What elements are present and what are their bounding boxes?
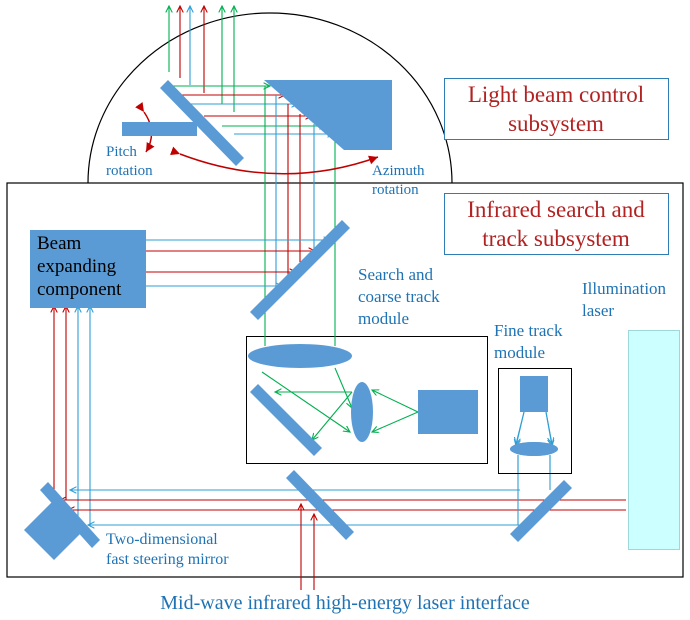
- beam-expanding-label: Beam expanding component: [37, 233, 122, 300]
- infrared-search-track-label: Infrared search and track subsystem: [467, 197, 645, 251]
- relay-mirror: [250, 220, 350, 320]
- fast-steering-mirror-plate: [40, 482, 100, 548]
- azimuth-prism: [264, 80, 392, 150]
- turret-dome: [87, 12, 453, 184]
- beam-splitter-right: [510, 480, 572, 542]
- beam-splitter-middle: [286, 470, 354, 540]
- pitch-rotation-label: Pitch rotation: [106, 144, 153, 179]
- main-housing: [6, 182, 684, 578]
- turret-scan-mirror: [160, 80, 244, 166]
- azimuth-rotation-label: Azimuth rotation: [372, 163, 425, 198]
- illumination-laser-label: Illumination laser: [582, 279, 667, 321]
- light-beam-control-box: [444, 78, 669, 140]
- infrared-search-track-box: [444, 193, 669, 255]
- beam-expanding-component: [30, 230, 146, 308]
- search-coarse-track-label: Search and coarse track module: [358, 265, 440, 329]
- light-beam-control-label: Light beam control subsystem: [467, 82, 645, 136]
- fast-steering-mirror-label: Two-dimensional fast steering mirror: [106, 531, 229, 568]
- azimuth-rotation-arrow: [169, 146, 379, 175]
- fine-track-label: Fine track module: [494, 321, 563, 363]
- mwir-interface-label: Mid-wave infrared high-energy laser inte…: [160, 592, 530, 614]
- illumination-laser: [628, 330, 680, 550]
- fast-steering-mirror-base: [24, 500, 84, 560]
- fine-track-box: [498, 368, 572, 474]
- pitch-axis-bar: [122, 122, 197, 136]
